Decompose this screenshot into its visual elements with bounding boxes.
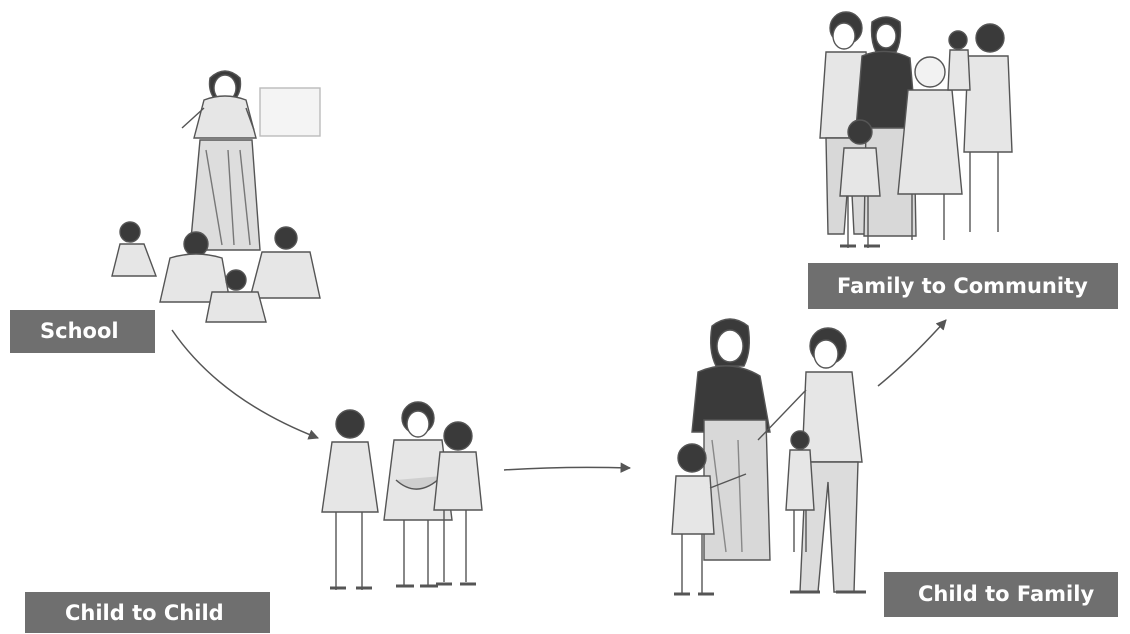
child-to-family-illustration	[672, 319, 866, 594]
family-to-community-illustration	[820, 12, 1012, 248]
family-to-community-label: Family to Community	[808, 263, 1118, 309]
child-to-family-label: Child to Family	[884, 572, 1118, 617]
arrow-school-to-child	[172, 330, 318, 438]
school-illustration	[112, 71, 320, 322]
arrow-family-to-community	[878, 320, 946, 386]
arrow-child-to-family	[504, 467, 630, 470]
school-label: School	[10, 310, 155, 353]
child-to-child-illustration	[322, 402, 482, 590]
child-to-child-label: Child to Child	[25, 592, 270, 633]
